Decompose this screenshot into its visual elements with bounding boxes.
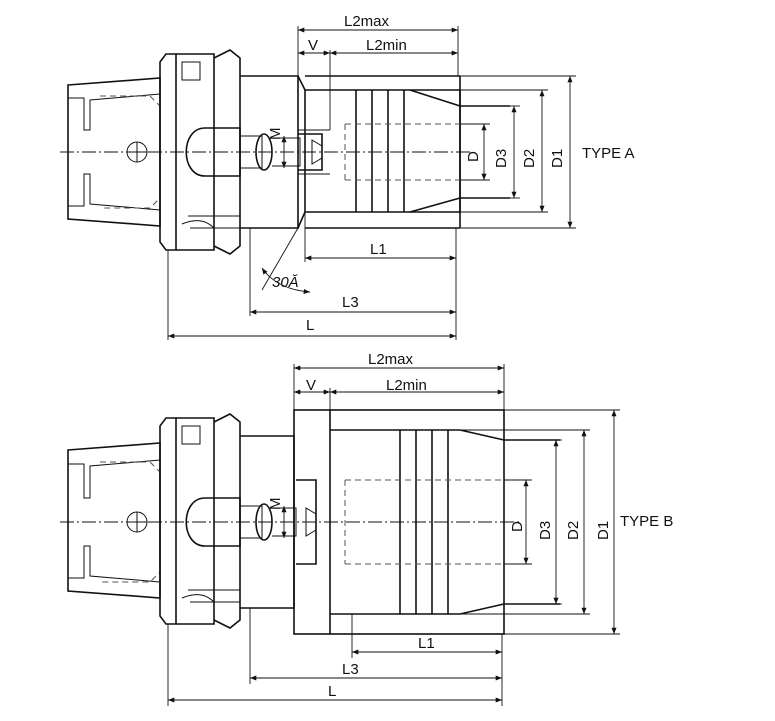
type-a-angle-label: 30Ă bbox=[272, 274, 299, 291]
type-b-body bbox=[240, 409, 560, 635]
type-b-flange bbox=[159, 413, 241, 629]
type-b-dimensions bbox=[167, 364, 620, 706]
type-a-l3-label: L3 bbox=[342, 294, 359, 311]
type-b-type-label: TYPE B bbox=[620, 513, 673, 530]
type-a-l-label: L bbox=[306, 317, 314, 334]
type-b-m-label: M bbox=[267, 498, 284, 511]
type-a-m-label: M bbox=[267, 128, 284, 141]
type-a-d-label: D bbox=[465, 151, 482, 162]
type-a-d2-label: D2 bbox=[521, 149, 538, 168]
type-a-v-label: V bbox=[308, 37, 318, 54]
type-b-d-label: D bbox=[509, 521, 526, 532]
type-b-v-label: V bbox=[306, 377, 316, 394]
type-a-view: L2max V L2min M D D3 D2 D1 TYPE A L1 30Ă… bbox=[60, 13, 635, 340]
type-b-d3-label: D3 bbox=[537, 521, 554, 540]
type-b-l2max-label: L2max bbox=[368, 351, 414, 368]
type-b-d1-label: D1 bbox=[595, 521, 612, 540]
type-a-l2max-label: L2max bbox=[344, 13, 390, 30]
type-b-view: L2max V L2min M D D3 D2 D1 TYPE B L1 L3 … bbox=[60, 351, 673, 706]
type-b-l1-label: L1 bbox=[418, 635, 435, 652]
type-a-type-label: TYPE A bbox=[582, 145, 635, 162]
type-a-d3-label: D3 bbox=[493, 149, 510, 168]
type-b-l-label: L bbox=[328, 683, 336, 700]
type-b-l3-label: L3 bbox=[342, 661, 359, 678]
type-a-drawbar bbox=[185, 127, 301, 177]
type-b-d2-label: D2 bbox=[565, 521, 582, 540]
type-b-l2min-label: L2min bbox=[386, 377, 427, 394]
type-b-shank bbox=[67, 442, 161, 599]
type-a-d1-label: D1 bbox=[549, 149, 566, 168]
type-a-l2min-label: L2min bbox=[366, 37, 407, 54]
type-a-body bbox=[240, 75, 510, 229]
type-a-l1-label: L1 bbox=[370, 241, 387, 258]
type-a-dimensions bbox=[167, 26, 576, 340]
